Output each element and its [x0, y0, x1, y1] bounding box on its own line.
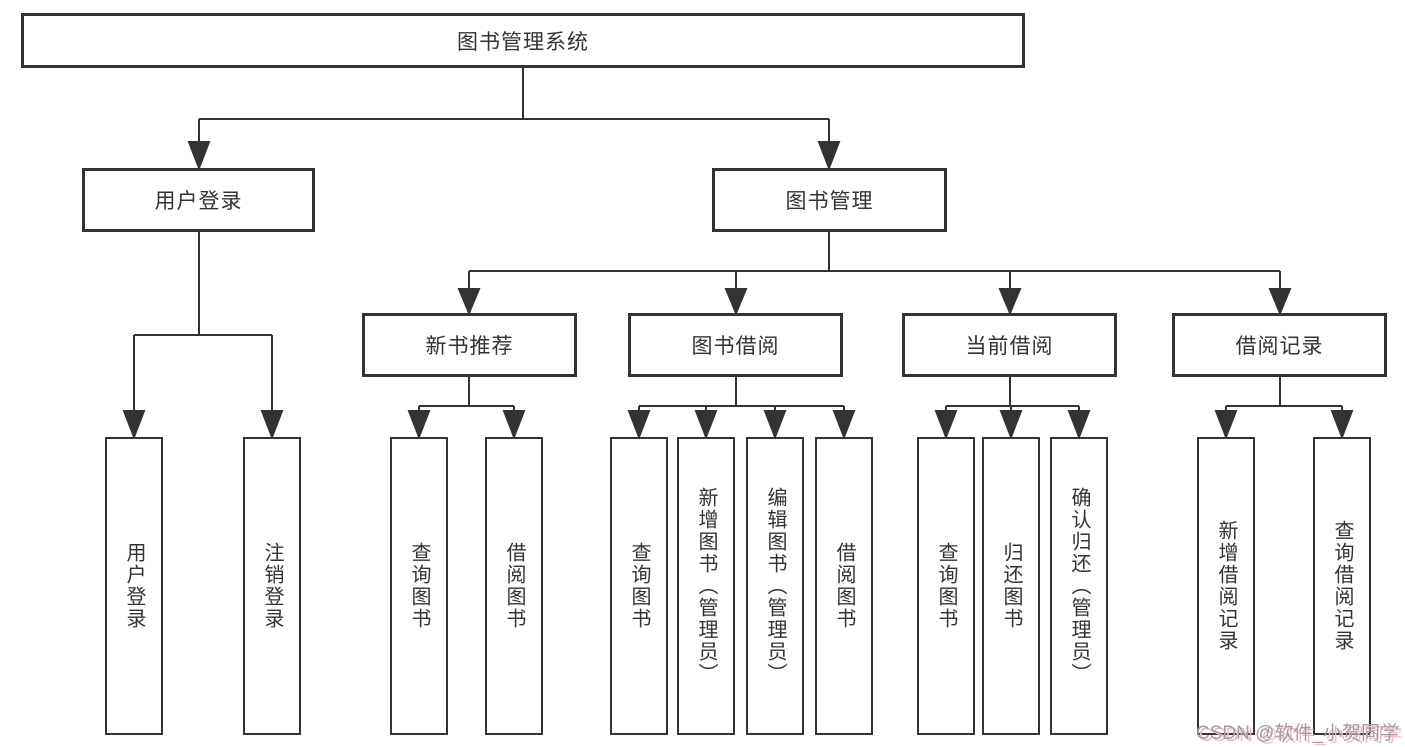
leaf-current-confirm-return-label: 确认归还（管理员）	[1068, 487, 1090, 685]
node-book-borrowing: 图书借阅	[628, 313, 843, 377]
connector-root-to-level2	[187, 68, 841, 171]
leaf-logout-label: 注销登录	[261, 542, 283, 630]
leaf-current-query-books-label: 查询图书	[935, 542, 957, 630]
node-new-book-recommend-label: 新书推荐	[425, 335, 514, 358]
node-new-book-recommend: 新书推荐	[362, 313, 577, 377]
node-book-management-label: 图书管理	[785, 190, 874, 213]
leaf-recommend-borrow-books: 借阅图书	[485, 437, 543, 735]
node-current-borrowing-label: 当前借阅	[965, 335, 1054, 358]
leaf-user-login-label: 用户登录	[123, 542, 145, 630]
leaf-borrowing-add-books: 新增图书（管理员）	[677, 437, 735, 735]
leaf-borrowing-edit-books-label: 编辑图书（管理员）	[764, 487, 786, 685]
leaf-borrowing-borrow-books-label: 借阅图书	[833, 542, 855, 630]
node-root-library-system: 图书管理系统	[21, 13, 1025, 68]
leaf-recommend-borrow-books-label: 借阅图书	[503, 542, 525, 630]
leaf-current-return-books: 归还图书	[982, 437, 1040, 735]
node-book-borrowing-label: 图书借阅	[691, 335, 780, 358]
csdn-watermark: CSDN @软件_小贺同学	[1196, 723, 1399, 744]
leaf-borrowing-borrow-books: 借阅图书	[815, 437, 873, 735]
leaf-current-query-books: 查询图书	[917, 437, 975, 735]
connector-recommend-to-leaves	[407, 377, 526, 440]
connector-bookmgmt-to-level3	[457, 232, 1292, 316]
connector-userlogin-to-leaves	[122, 232, 284, 440]
leaf-recommend-query-books-label: 查询图书	[408, 542, 430, 630]
leaf-logout: 注销登录	[243, 437, 301, 735]
node-user-login-label: 用户登录	[154, 190, 243, 213]
node-current-borrowing: 当前借阅	[902, 313, 1117, 377]
connector-records-to-leaves	[1214, 377, 1354, 440]
node-borrowing-records-label: 借阅记录	[1235, 335, 1324, 358]
leaf-borrowing-query-books-label: 查询图书	[628, 542, 650, 630]
leaf-records-query-record-label: 查询借阅记录	[1331, 520, 1353, 652]
leaf-current-return-books-label: 归还图书	[1000, 542, 1022, 630]
leaf-current-confirm-return: 确认归还（管理员）	[1050, 437, 1108, 735]
leaf-borrowing-add-books-label: 新增图书（管理员）	[695, 487, 717, 685]
leaf-borrowing-edit-books: 编辑图书（管理员）	[746, 437, 804, 735]
leaf-user-login: 用户登录	[105, 437, 163, 735]
leaf-borrowing-query-books: 查询图书	[610, 437, 668, 735]
node-user-login: 用户登录	[82, 168, 315, 232]
node-root-label: 图书管理系统	[457, 30, 589, 54]
connector-borrowing-to-leaves	[627, 377, 856, 440]
leaf-recommend-query-books: 查询图书	[390, 437, 448, 735]
node-borrowing-records: 借阅记录	[1172, 313, 1387, 377]
leaf-records-query-record: 查询借阅记录	[1313, 437, 1371, 735]
connector-current-to-leaves	[934, 377, 1091, 440]
node-book-management: 图书管理	[712, 168, 947, 232]
leaf-records-add-record: 新增借阅记录	[1197, 437, 1255, 735]
leaf-records-add-record-label: 新增借阅记录	[1215, 520, 1237, 652]
